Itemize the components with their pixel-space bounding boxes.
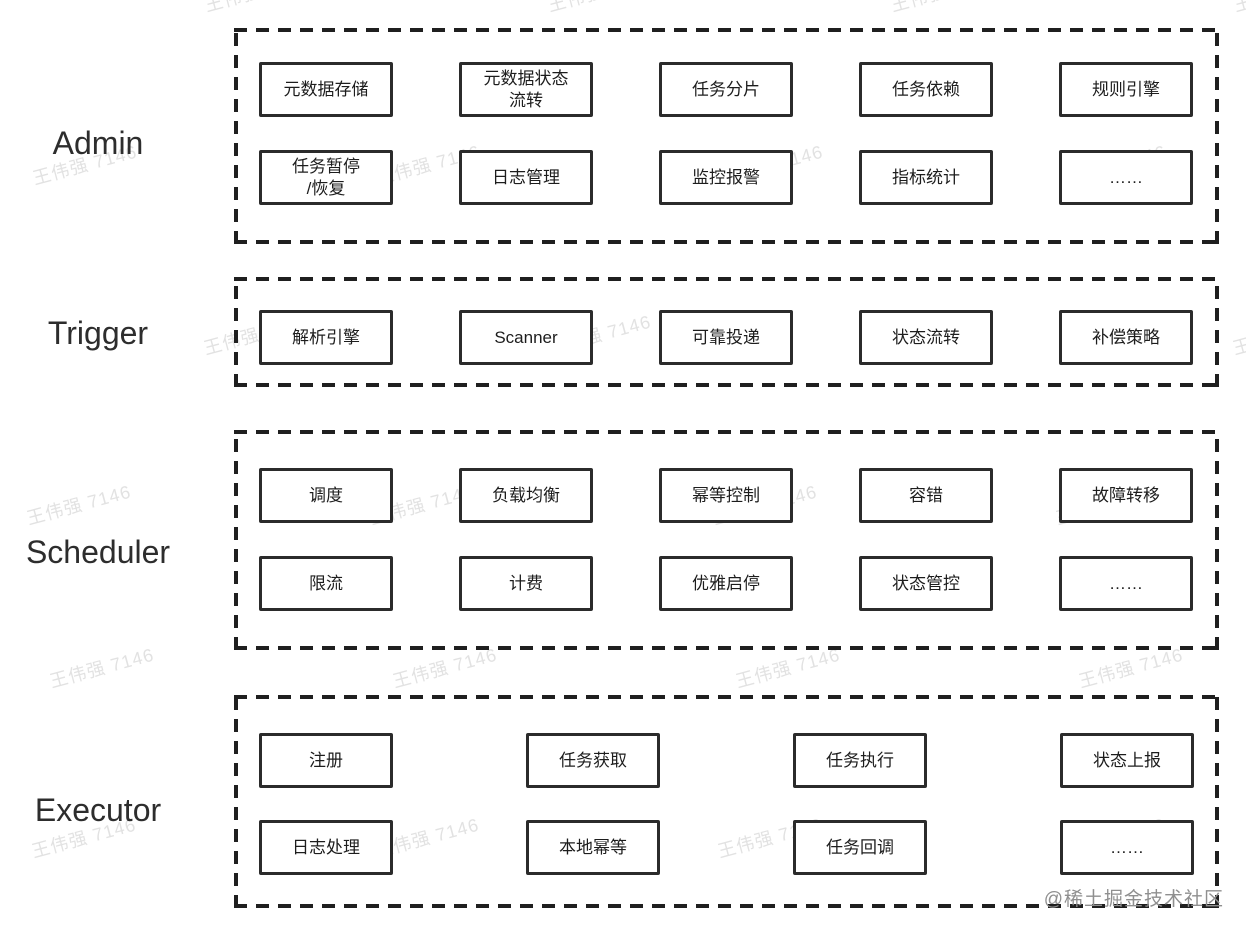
scheduler-feature-box-0-1: 负载均衡	[459, 468, 593, 523]
trigger-feature-box-0-3: 状态流转	[859, 310, 993, 365]
executor-row-1: 日志处理 本地幂等 任务回调 ……	[259, 820, 1194, 875]
admin-row-0: 元数据存储 元数据状态 流转 任务分片 任务依赖 规则引擎	[259, 62, 1193, 117]
executor-feature-box-1-3: ……	[1060, 820, 1194, 875]
executor-feature-box-0-3: 状态上报	[1060, 733, 1194, 788]
section-label-trigger: Trigger	[47, 315, 149, 351]
section-label-scheduler: Scheduler	[25, 534, 171, 570]
watermark-text: 王伟强 7146	[545, 0, 655, 18]
community-credit-text: @稀土掘金技术社区	[1043, 889, 1224, 910]
admin-module-container: 元数据存储 元数据状态 流转 任务分片 任务依赖 规则引擎任务暂停 /恢复 日志管理 监控报…	[234, 28, 1219, 244]
scheduler-feature-box-0-4: 故障转移	[1059, 468, 1193, 523]
executor-feature-box-1-0: 日志处理	[259, 820, 393, 875]
watermark-text: 王伟强 7146	[1230, 312, 1246, 359]
executor-feature-box-0-1: 任务获取	[526, 733, 660, 788]
executor-feature-box-1-1: 本地幂等	[526, 820, 660, 875]
trigger-feature-box-0-2: 可靠投递	[659, 310, 793, 365]
scheduler-row-1: 限流 计费 优雅启停 状态管控 ……	[259, 556, 1193, 611]
admin-feature-box-0-4: 规则引擎	[1059, 62, 1193, 117]
admin-feature-box-0-3: 任务依赖	[859, 62, 993, 117]
trigger-feature-box-0-4: 补偿策略	[1059, 310, 1193, 365]
admin-feature-box-1-4: ……	[1059, 150, 1193, 205]
scheduler-feature-box-0-0: 调度	[259, 468, 393, 523]
trigger-feature-box-0-1: Scanner	[459, 310, 593, 365]
admin-feature-box-0-0: 元数据存储	[259, 62, 393, 117]
watermark-text: 王伟强 7146	[888, 0, 998, 18]
scheduler-feature-box-0-3: 容错	[859, 468, 993, 523]
executor-feature-box-0-0: 注册	[259, 733, 393, 788]
trigger-feature-box-0-0: 解析引擎	[259, 310, 393, 365]
scheduler-feature-box-1-4: ……	[1059, 556, 1193, 611]
admin-feature-box-1-0: 任务暂停 /恢复	[259, 150, 393, 205]
scheduler-feature-box-1-0: 限流	[259, 556, 393, 611]
executor-row-0: 注册 任务获取 任务执行 状态上报	[259, 733, 1194, 788]
scheduler-feature-box-1-1: 计费	[459, 556, 593, 611]
scheduler-feature-box-1-3: 状态管控	[859, 556, 993, 611]
watermark-text: 王伟强 7146	[1231, 0, 1246, 18]
trigger-module-container: 解析引擎 Scanner 可靠投递 状态流转 补偿策略	[234, 277, 1219, 387]
executor-module-container: 注册 任务获取 任务执行 状态上报日志处理 本地幂等 任务回调 ……	[234, 695, 1219, 908]
scheduler-feature-box-1-2: 优雅启停	[659, 556, 793, 611]
trigger-row-0: 解析引擎 Scanner 可靠投递 状态流转 补偿策略	[259, 310, 1193, 365]
executor-feature-box-1-2: 任务回调	[793, 820, 927, 875]
watermark-text: 王伟强 7146	[24, 481, 134, 529]
scheduler-feature-box-0-2: 幂等控制	[659, 468, 793, 523]
admin-row-1: 任务暂停 /恢复 日志管理 监控报警 指标统计 ……	[259, 150, 1193, 205]
admin-feature-box-0-1: 元数据状态 流转	[459, 62, 593, 117]
scheduler-row-0: 调度 负载均衡 幂等控制 容错 故障转移	[259, 468, 1193, 523]
watermark-text: 王伟强 7146	[47, 644, 157, 692]
section-label-executor: Executor	[34, 792, 162, 828]
section-label-admin: Admin	[52, 125, 144, 161]
scheduler-module-container: 调度 负载均衡 幂等控制 容错 故障转移限流 计费 优雅启停 状态管控 ……	[234, 430, 1219, 650]
admin-feature-box-1-1: 日志管理	[459, 150, 593, 205]
watermark-text: 王伟强 7146	[202, 0, 312, 18]
admin-feature-box-1-2: 监控报警	[659, 150, 793, 205]
admin-feature-box-0-2: 任务分片	[659, 62, 793, 117]
executor-feature-box-0-2: 任务执行	[793, 733, 927, 788]
admin-feature-box-1-3: 指标统计	[859, 150, 993, 205]
